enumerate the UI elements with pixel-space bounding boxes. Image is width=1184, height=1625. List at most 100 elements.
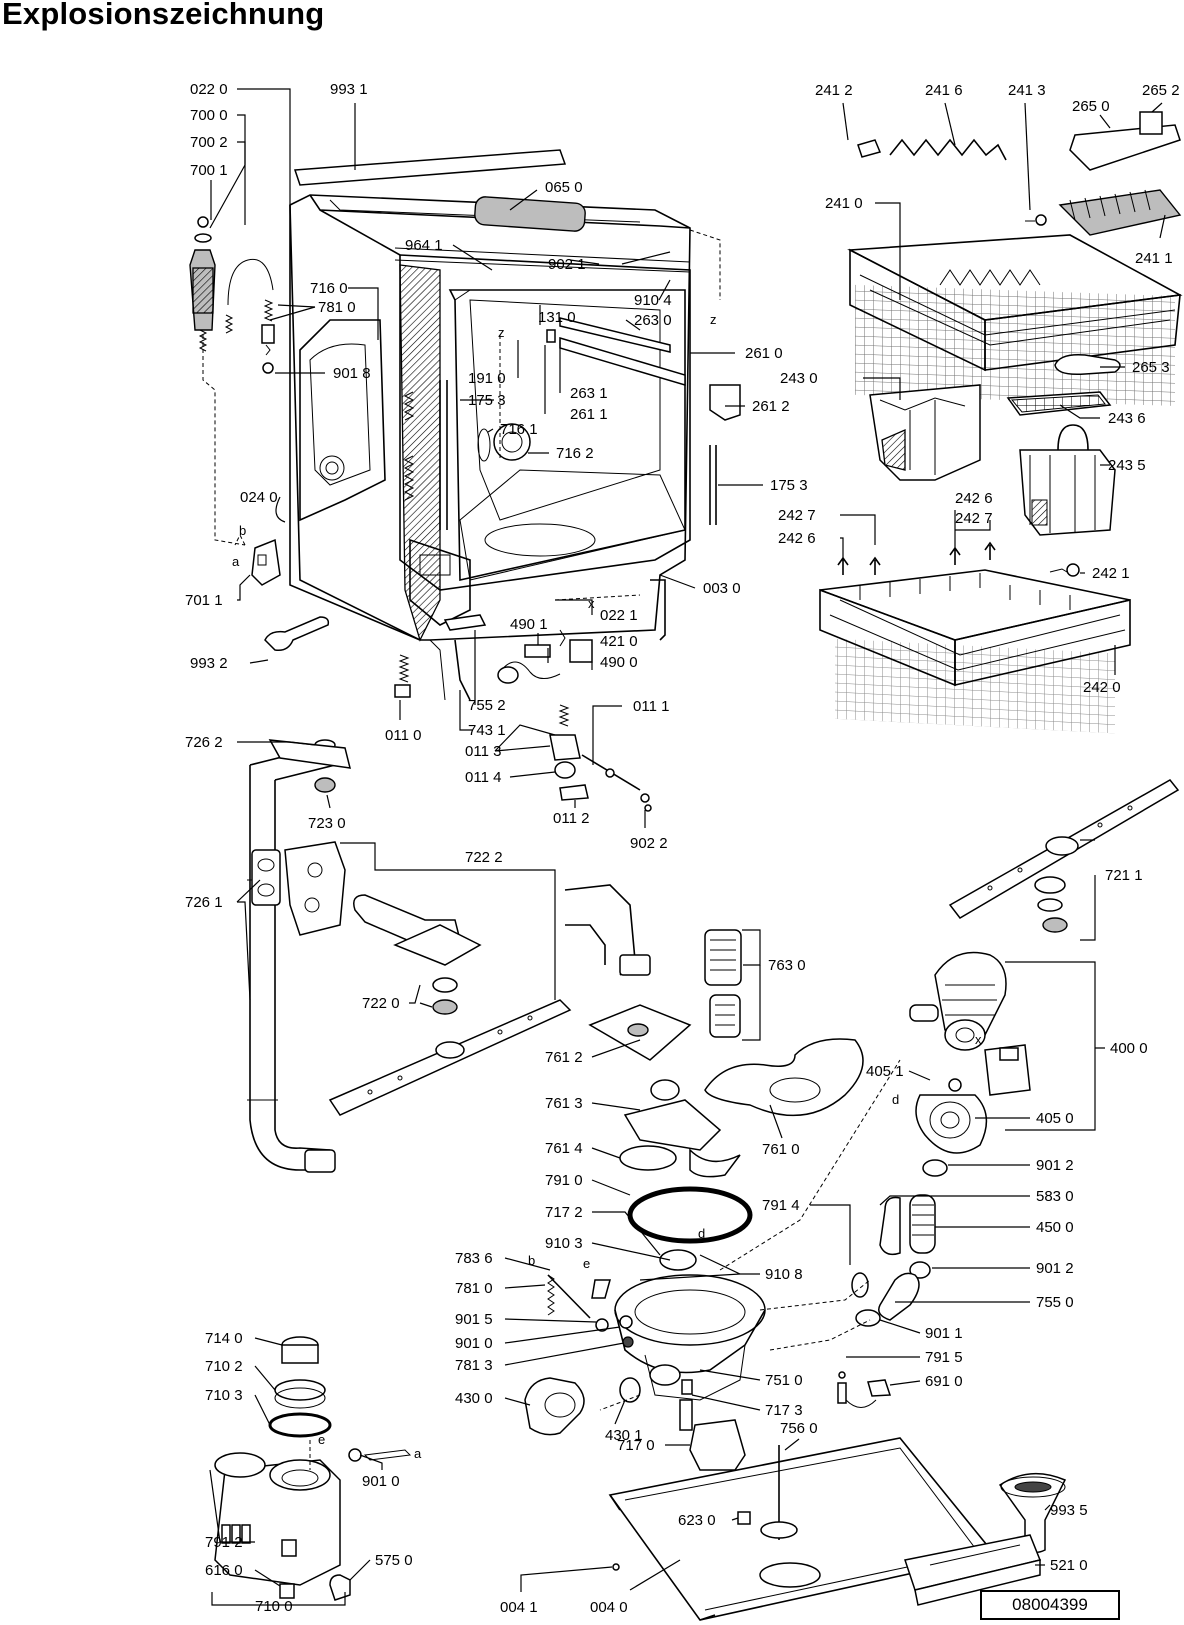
part-label: 710 0 [255, 1598, 293, 1615]
letter-marker: a [232, 554, 240, 569]
part-label: 521 0 [1050, 1557, 1088, 1574]
part-label: 242 7 [955, 510, 993, 527]
part-label: 902 1 [548, 256, 586, 273]
part-label: 065 0 [545, 179, 583, 196]
part-label: 901 8 [333, 365, 371, 382]
leader-lines [209, 88, 1166, 1606]
part-label: 004 0 [590, 1599, 628, 1616]
part-label: 710 2 [205, 1358, 243, 1375]
part-label: 717 3 [765, 1402, 803, 1419]
part-label: 726 1 [185, 894, 223, 911]
part-label: 241 0 [825, 195, 863, 212]
spray-arms [247, 739, 1180, 1178]
lower-basket [819, 541, 1131, 734]
part-label: 761 3 [545, 1095, 583, 1112]
part-label: 901 2 [1036, 1157, 1074, 1174]
part-label: 716 0 [310, 280, 348, 297]
part-label: 901 0 [362, 1473, 400, 1490]
part-label: 901 1 [925, 1325, 963, 1342]
part-label: 430 0 [455, 1390, 493, 1407]
letter-marker: x [588, 596, 595, 611]
part-label: 004 1 [500, 1599, 538, 1616]
part-label: 700 2 [190, 134, 228, 151]
part-label: 265 3 [1132, 359, 1170, 376]
part-label: 011 3 [465, 743, 501, 760]
part-label: 430 1 [605, 1427, 643, 1444]
part-label: 723 0 [308, 815, 346, 832]
part-label: 400 0 [1110, 1040, 1148, 1057]
upper-basket [847, 111, 1183, 536]
letter-marker: b [528, 1253, 535, 1268]
part-label: 726 2 [185, 734, 223, 751]
part-label: 700 1 [190, 162, 228, 179]
part-label: 242 6 [955, 490, 993, 507]
part-label: 011 0 [385, 727, 421, 744]
part-label: 781 0 [318, 299, 356, 316]
part-label: 263 0 [634, 312, 672, 329]
letter-marker: z [710, 312, 717, 327]
part-label: 191 0 [468, 370, 506, 387]
part-label: 024 0 [240, 489, 278, 506]
part-label: 722 2 [465, 849, 503, 866]
letter-marker: a [414, 1446, 422, 1461]
part-label: 910 4 [634, 292, 672, 309]
part-label: 756 0 [780, 1420, 818, 1437]
letter-marker: d [698, 1226, 705, 1241]
part-label: 261 1 [570, 406, 608, 423]
part-label: 490 0 [600, 654, 638, 671]
part-label: 131 0 [538, 309, 576, 326]
part-label: 241 3 [1008, 82, 1046, 99]
part-label: 011 1 [633, 698, 669, 715]
part-label: 011 2 [553, 810, 589, 827]
sump-assembly [524, 951, 1031, 1471]
letter-marker: x [975, 1032, 982, 1047]
part-label: 791 5 [925, 1349, 963, 1366]
part-label: 265 0 [1072, 98, 1110, 115]
left-small-parts [189, 216, 411, 698]
letter-marker: e [318, 1432, 325, 1447]
part-label: 022 1 [600, 607, 638, 624]
part-label: 993 2 [190, 655, 228, 672]
part-label: 993 1 [330, 81, 368, 98]
part-label: 901 0 [455, 1335, 493, 1352]
part-label: 761 0 [762, 1141, 800, 1158]
part-label: 241 1 [1135, 250, 1173, 267]
part-label: 763 0 [768, 957, 806, 974]
part-label: 755 0 [1036, 1294, 1074, 1311]
part-label: 242 0 [1083, 679, 1121, 696]
part-label: 242 6 [778, 530, 816, 547]
part-label: 490 1 [510, 616, 548, 633]
part-label: 781 0 [455, 1280, 493, 1297]
part-label: 761 2 [545, 1049, 583, 1066]
part-label: 175 3 [468, 392, 506, 409]
part-label: 242 1 [1092, 565, 1130, 582]
part-label: 575 0 [375, 1552, 413, 1569]
part-label: 993 5 [1050, 1502, 1088, 1519]
part-label: 761 4 [545, 1140, 583, 1157]
part-label: 022 0 [190, 81, 228, 98]
part-label: 242 7 [778, 507, 816, 524]
letter-marker: e [583, 1256, 590, 1271]
part-label: 583 0 [1036, 1188, 1074, 1205]
part-label: 716 2 [556, 445, 594, 462]
part-label: 691 0 [925, 1373, 963, 1390]
part-label: 721 1 [1105, 867, 1143, 884]
part-label: 791 0 [545, 1172, 583, 1189]
callout-labels: 022 0 993 1 700 0 700 2 700 1 065 0 964 … [185, 81, 1180, 1616]
part-label: 616 0 [205, 1562, 243, 1579]
part-label: 901 2 [1036, 1260, 1074, 1277]
part-label: 421 0 [600, 633, 638, 650]
part-label: 783 6 [455, 1250, 493, 1267]
part-label: 717 2 [545, 1204, 583, 1221]
letter-marker: d [892, 1092, 899, 1107]
part-label: 791 4 [762, 1197, 800, 1214]
part-label: 003 0 [703, 580, 741, 597]
part-label: 722 0 [362, 995, 400, 1012]
part-label: 405 1 [866, 1063, 904, 1080]
part-label: 261 2 [752, 398, 790, 415]
center-small-parts [497, 629, 652, 812]
part-label: 405 0 [1036, 1110, 1074, 1127]
part-label: 964 1 [405, 237, 443, 254]
part-label: 781 3 [455, 1357, 493, 1374]
